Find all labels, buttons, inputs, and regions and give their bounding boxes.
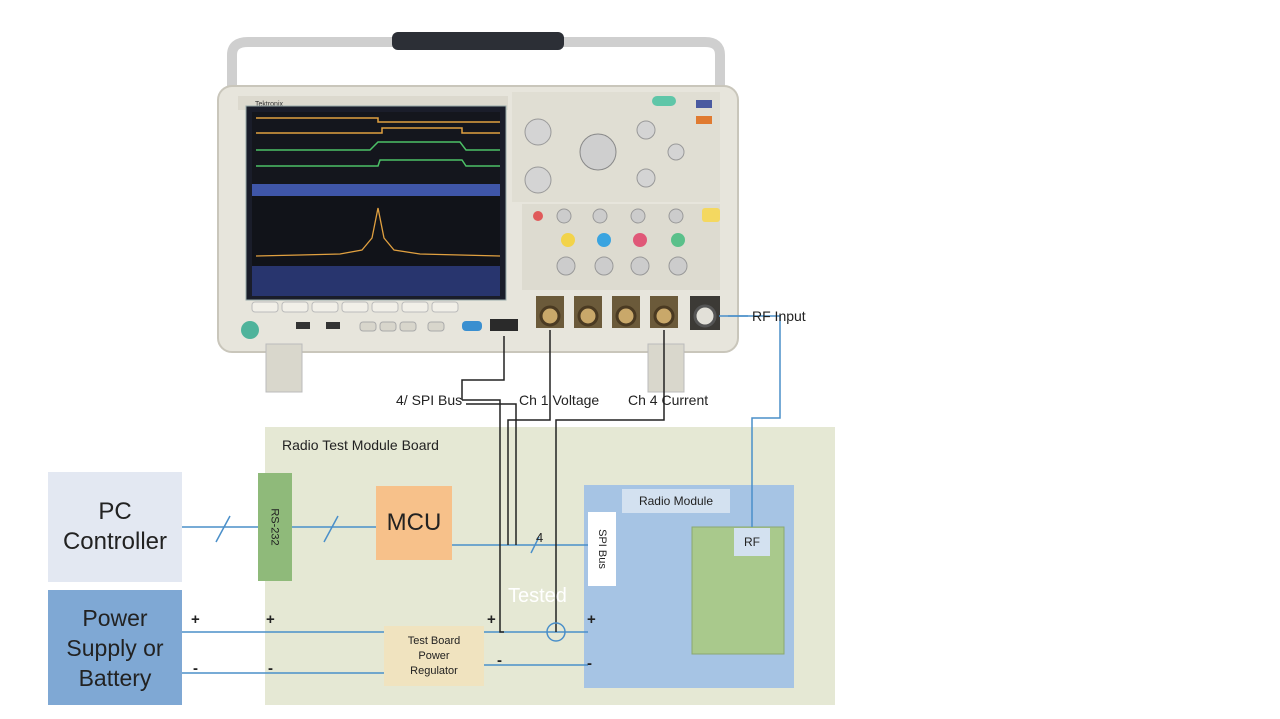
plus-mark-supply: + — [191, 611, 200, 628]
power-supply-label: Power Supply or Battery — [58, 603, 173, 693]
board-title: Radio Test Module Board — [282, 437, 439, 453]
power-button — [241, 321, 259, 339]
bnc-connectors — [536, 296, 720, 330]
ch1-voltage-label: Ch 1 Voltage — [519, 392, 599, 408]
bus-width-label: 4 — [536, 530, 543, 545]
minus-mark-regulator: - — [497, 652, 502, 669]
rs232-block: RS-232 — [258, 473, 292, 581]
plus-mark-board: + — [266, 611, 275, 628]
minus-mark-supply: - — [193, 660, 198, 677]
rf-block: RF — [734, 528, 770, 556]
minus-mark-board: - — [268, 660, 273, 677]
radio-module-label: Radio Module — [639, 494, 713, 508]
ch4-current-label: Ch 4 Current — [628, 392, 708, 408]
pc-controller-label: PC Controller — [60, 497, 170, 557]
spi-bus-block: SPI Bus — [588, 512, 616, 586]
power-regulator-block: Test Board Power Regulator — [384, 626, 484, 686]
minus-mark-radio: - — [587, 655, 592, 672]
pc-controller-box: PC Controller — [48, 472, 182, 582]
plus-mark-radio: + — [587, 611, 596, 628]
mcu-label: MCU — [387, 509, 442, 537]
plus-mark-regulator: + — [487, 611, 496, 628]
spi-bus-probe-label: 4/ SPI Bus — [396, 392, 462, 408]
power-supply-box: Power Supply or Battery — [48, 590, 182, 705]
tested-watermark: Tested — [508, 585, 567, 608]
usb-port — [490, 319, 518, 331]
spi-bus-label: SPI Bus — [596, 529, 608, 569]
mcu-block: MCU — [376, 486, 452, 560]
power-regulator-label: Test Board Power Regulator — [394, 634, 474, 679]
rs232-label: RS-232 — [269, 508, 281, 545]
rf-input-label: RF Input — [752, 308, 806, 324]
handle-grip — [392, 32, 564, 50]
radio-module-title-box: Radio Module — [622, 489, 730, 513]
rf-label: RF — [744, 535, 760, 549]
